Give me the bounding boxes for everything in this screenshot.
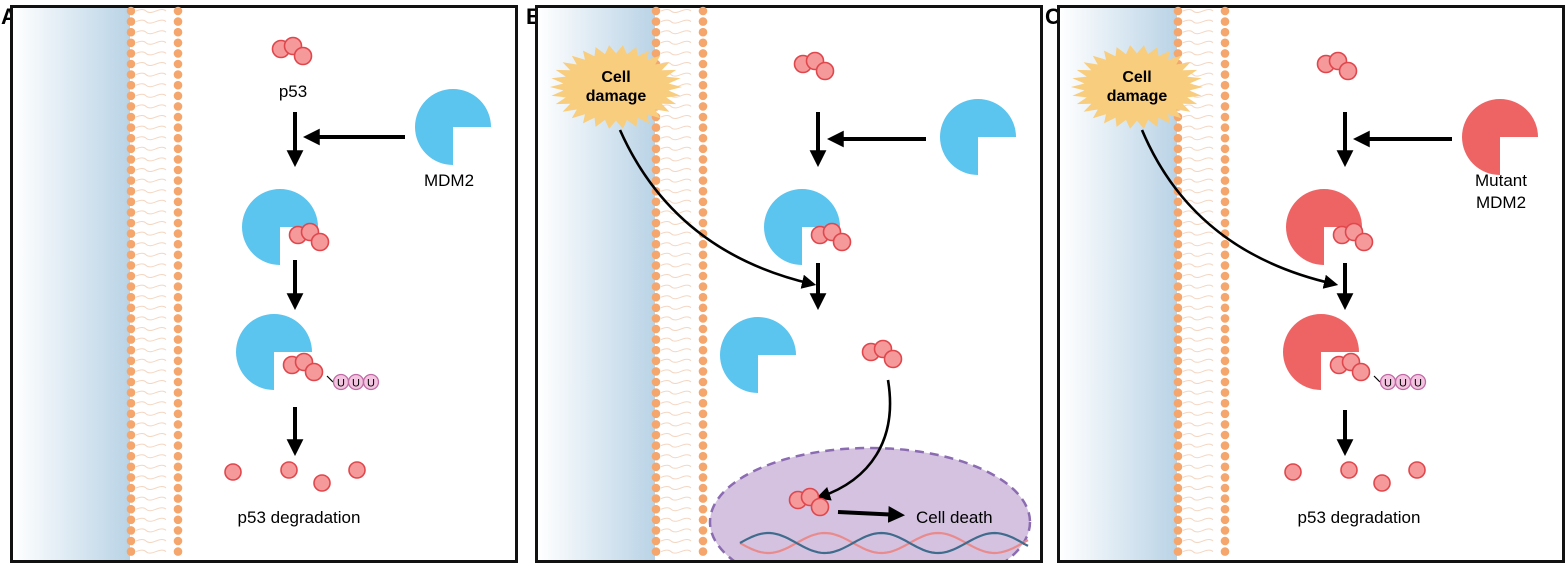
p53-protein <box>810 222 852 252</box>
degradation-label: p53 degradation <box>1298 508 1421 527</box>
mdm2-icon <box>415 89 491 165</box>
damage-signal-arrow <box>618 129 817 289</box>
p53-fragments <box>1284 461 1426 492</box>
svg-text:U: U <box>352 378 360 390</box>
p53-protein <box>1329 352 1371 382</box>
p53-protein <box>271 36 313 66</box>
panel-b: B Cell damage Cell death <box>526 4 1043 563</box>
mdm2-icon <box>236 314 312 390</box>
dna-strand <box>739 531 1029 555</box>
cell-damage-burst <box>1071 45 1203 129</box>
nucleus <box>708 446 1032 560</box>
svg-text:U: U <box>1399 378 1407 390</box>
transcription-arrow <box>837 506 906 523</box>
mdm2-icon <box>940 99 1016 175</box>
degradation-label: p53 degradation <box>238 508 361 527</box>
cell-damage-label: damage <box>1107 88 1168 105</box>
mutant-mdm2-icon <box>1283 314 1359 390</box>
cell-damage-label: Cell <box>1122 69 1151 86</box>
mdm2-icon <box>764 189 840 265</box>
svg-text:U: U <box>337 378 345 390</box>
cell-death-label: Cell death <box>916 508 993 527</box>
cell-membrane <box>651 6 708 556</box>
mdm2-icon <box>720 317 796 393</box>
p53-fragments <box>224 461 366 492</box>
mutant-mdm2-icon <box>1462 99 1538 175</box>
p53-protein <box>282 352 324 382</box>
damage-signal-arrow <box>1140 129 1339 289</box>
p53-protein <box>861 339 903 369</box>
p53-protein <box>1332 222 1374 252</box>
cell-membrane <box>126 6 183 556</box>
mutant-mdm2-label: MDM2 <box>1476 193 1526 212</box>
nuclear-import-arrow <box>815 379 892 501</box>
extracellular-space <box>13 8 130 560</box>
p53-protein <box>788 487 830 517</box>
p53-protein <box>793 51 835 81</box>
mdm2-label: MDM2 <box>424 171 474 190</box>
cell-damage-label: damage <box>586 88 647 105</box>
p53-label: p53 <box>279 82 307 101</box>
dna-strand <box>739 531 1029 555</box>
mutant-mdm2-label: Mutant <box>1475 171 1527 190</box>
svg-text:U: U <box>1414 378 1422 390</box>
nucleus-body <box>708 446 1032 560</box>
p53-protein <box>1316 51 1358 81</box>
svg-text:U: U <box>1384 378 1392 390</box>
svg-text:U: U <box>367 378 375 390</box>
cell-damage-burst <box>550 45 682 129</box>
mdm2-icon <box>242 189 318 265</box>
mutant-mdm2-icon <box>1286 189 1362 265</box>
p53-protein <box>288 222 330 252</box>
cell-damage-label: Cell <box>601 69 630 86</box>
